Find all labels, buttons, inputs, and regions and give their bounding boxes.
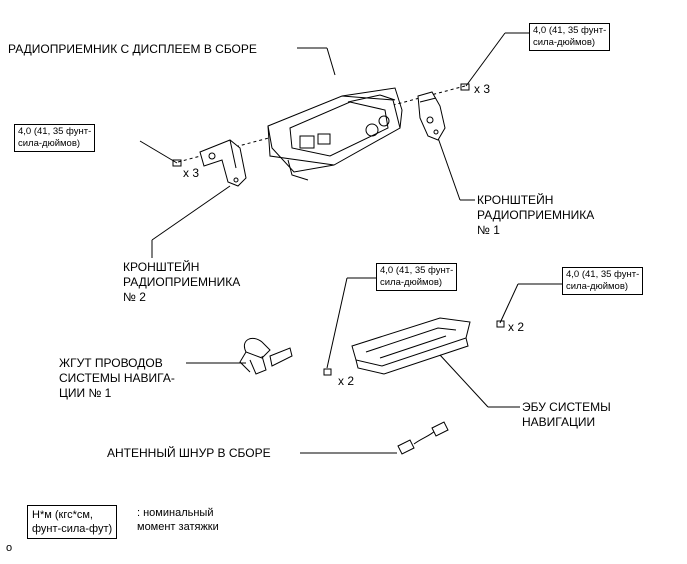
multiplier-top-right: x 3 — [474, 82, 491, 96]
label-navigation-ecu: ЭБУ СИСТЕМЫ НАВИГАЦИИ — [522, 400, 611, 429]
radio-bracket-2 — [199, 139, 247, 187]
wire-harness-connector — [239, 337, 293, 375]
antenna-cord — [397, 421, 449, 455]
bolt-ecu-left — [323, 368, 332, 376]
torque-box-right: 4,0 (41, 35 фунт- сила-дюймов) — [562, 267, 644, 295]
radio-bracket-1 — [417, 91, 446, 141]
bolt-top-right — [460, 83, 470, 91]
torque-box-mid: 4,0 (41, 35 фунт- сила-дюймов) — [376, 263, 458, 291]
legend-unit-box: Н*м (кгс*см, фунт-сила-фут) — [27, 505, 118, 539]
multiplier-left: x 3 — [183, 166, 200, 180]
footnote-mark: o — [6, 542, 13, 554]
label-bracket-2: КРОНШТЕЙН РАДИОПРИЕМНИКА № 2 — [123, 260, 241, 304]
navigation-ecu — [351, 317, 471, 375]
multiplier-ecu-left: x 2 — [338, 374, 355, 388]
label-radio-assembly: РАДИОПРИЕМНИК С ДИСПЛЕЕМ В СБОРЕ — [8, 42, 257, 56]
torque-box-top-right: 4,0 (41, 35 фунт- сила-дюймов) — [529, 23, 611, 51]
label-wire-harness: ЖГУТ ПРОВОДОВ СИСТЕМЫ НАВИГА- ЦИИ № 1 — [59, 356, 175, 400]
torque-box-left: 4,0 (41, 35 фунт- сила-дюймов) — [14, 124, 96, 152]
bolt-ecu-right — [496, 320, 505, 328]
label-antenna-cord: АНТЕННЫЙ ШНУР В СБОРЕ — [107, 446, 271, 460]
multiplier-ecu-right: x 2 — [508, 320, 525, 334]
bolt-left — [172, 159, 182, 167]
legend-description: : номинальный момент затяжки — [137, 507, 219, 533]
label-bracket-1: КРОНШТЕЙН РАДИОПРИЕМНИКА № 1 — [477, 193, 595, 237]
leader-torque-left — [139, 140, 178, 164]
radio-display-unit — [267, 87, 403, 181]
